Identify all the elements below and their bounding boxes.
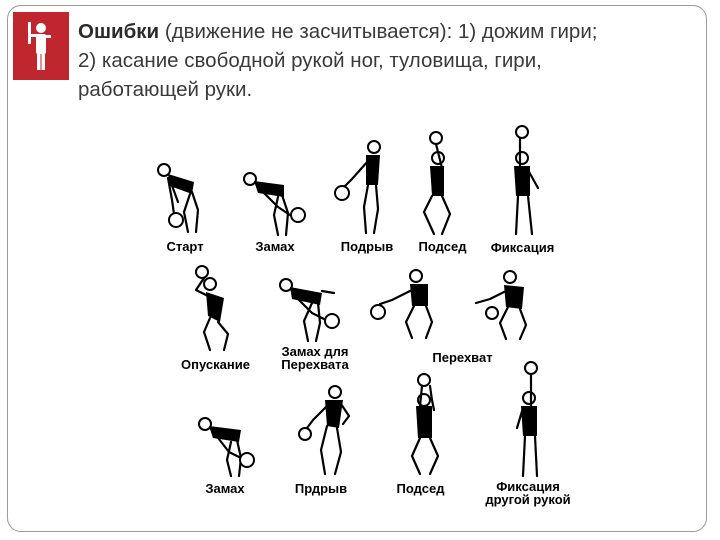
figure-switch-1 — [370, 269, 434, 340]
title-line-2: 2) касание свободной рукой ног, туловища… — [78, 49, 542, 72]
figure-fixation-1 — [514, 125, 540, 236]
slide-title: Ошибки (движение не засчитывается): 1) д… — [78, 17, 678, 104]
caption-fixation-1: Фиксация — [490, 240, 555, 255]
figure-lowering — [194, 265, 230, 352]
figure-squat-2 — [410, 373, 440, 476]
caption-start: Старт — [166, 239, 204, 254]
slide-badge — [13, 12, 69, 80]
caption-fixation-2a: Фиксация — [496, 479, 560, 494]
caption-lowering: Опускание — [181, 357, 250, 372]
title-rest: (движение не засчитывается): 1) дожим ги… — [159, 20, 598, 43]
figure-pull-2 — [298, 385, 351, 476]
person-raising-hand-icon — [28, 22, 51, 70]
caption-fixation-2b: другой рукой — [485, 492, 571, 507]
caption-pull-2: Прдрыв — [294, 481, 348, 496]
figure-swing-2 — [198, 417, 255, 478]
figure-squat-1 — [422, 131, 452, 236]
caption-swing-switch-1: Замах для — [281, 344, 349, 359]
caption-squat-2: Подсед — [396, 481, 445, 496]
caption-switch: Перехват — [432, 350, 493, 365]
caption-swing-2: Замах — [205, 481, 245, 496]
figure-fixation-2 — [515, 361, 539, 478]
caption-pull-1: Подрыв — [340, 239, 394, 254]
slide-frame — [7, 5, 707, 532]
caption-squat-1: Подсед — [418, 239, 467, 254]
title-bold: Ошибки — [78, 20, 160, 43]
figure-start — [157, 163, 200, 234]
figure-switch-2 — [474, 270, 528, 341]
caption-swing-1: Замах — [255, 239, 295, 254]
figure-pull-1 — [334, 140, 381, 235]
title-line-3: работающей руки. — [78, 78, 253, 101]
figure-swing-1 — [243, 172, 306, 237]
figure-swing-for-switch — [279, 278, 340, 343]
caption-swing-switch-2: Перехвата — [281, 357, 349, 372]
